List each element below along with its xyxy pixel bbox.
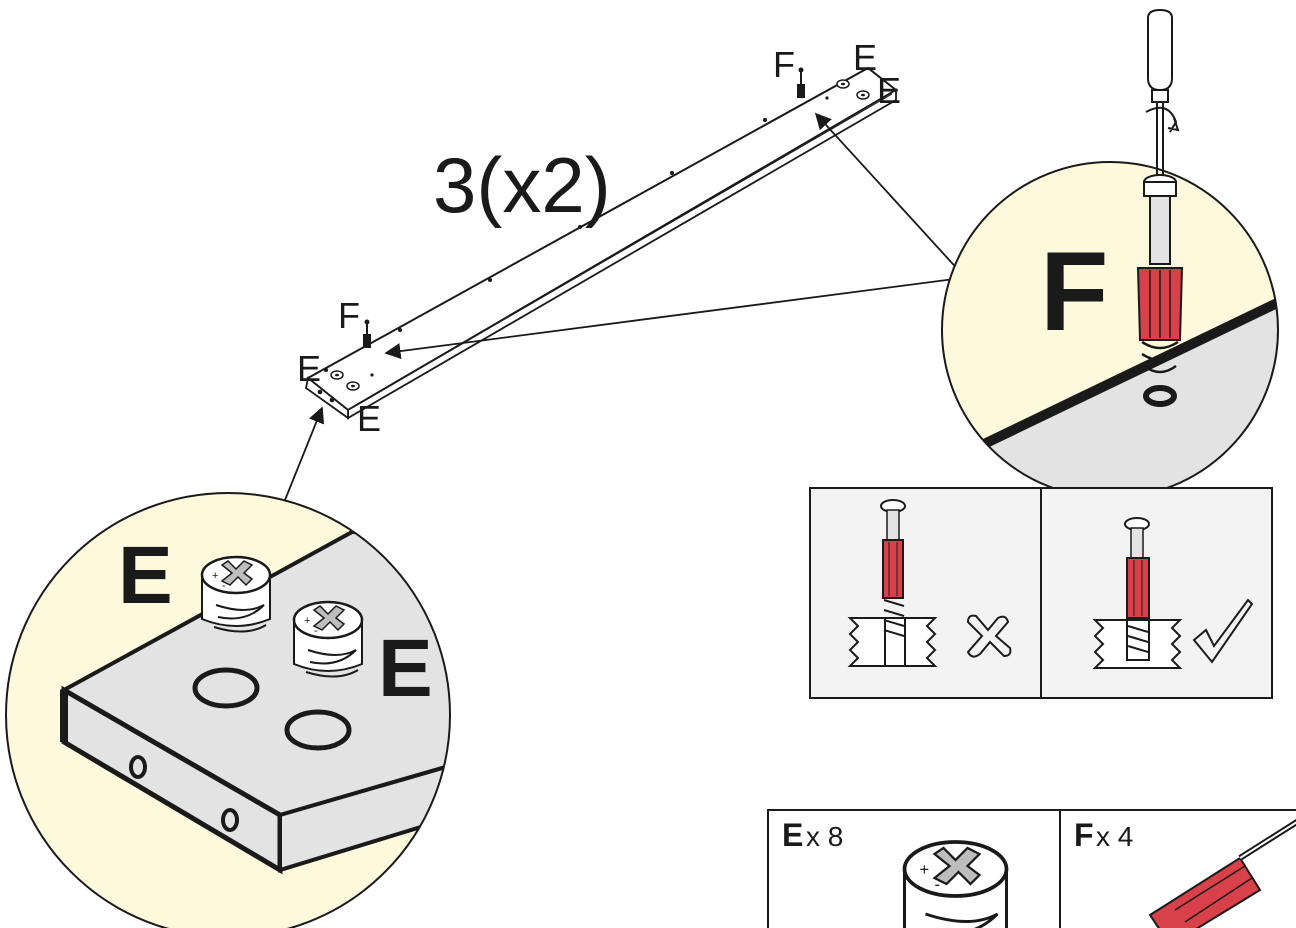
part-label-e-right-bottom: E — [877, 70, 901, 111]
detail-circle-e — [5, 492, 451, 928]
camlock-icon — [292, 600, 364, 678]
arrow-e-detail — [284, 406, 325, 501]
quantity-label: 3(x2) — [433, 141, 611, 229]
part-e-letter: E — [782, 817, 803, 853]
camlock-icon — [902, 840, 1009, 928]
detail-e-label-2: E — [378, 623, 433, 714]
detail-circle-f — [941, 161, 1279, 499]
part-label-f-left: F — [338, 295, 360, 336]
part-label-e-right-top: E — [853, 37, 877, 78]
right-example — [1092, 517, 1254, 669]
dowel-f-icon — [1148, 818, 1296, 928]
checkmark-icon — [1192, 598, 1254, 664]
part-label-f-right: F — [773, 44, 795, 85]
detail-f-label: F — [1040, 229, 1108, 354]
right-wrong-box — [809, 487, 1273, 699]
camlock-icon — [200, 555, 272, 633]
board — [305, 66, 898, 420]
part-f-letter: F — [1074, 817, 1094, 853]
detail-e-label-1: E — [118, 530, 173, 621]
part-e-count: x 8 — [806, 821, 843, 852]
part-f-count: x 4 — [1096, 821, 1133, 852]
arrow-f-detail-left — [384, 277, 963, 360]
arrow-f-detail-right — [814, 112, 963, 275]
part-label-e-left-bottom: E — [357, 398, 381, 439]
screwdriver-icon — [1145, 8, 1180, 176]
wrong-example — [847, 499, 1012, 667]
parts-list — [767, 809, 1296, 928]
part-label-e-left-top: E — [297, 348, 321, 389]
dowel-f-icon — [1136, 174, 1184, 407]
cross-icon — [966, 614, 1012, 658]
